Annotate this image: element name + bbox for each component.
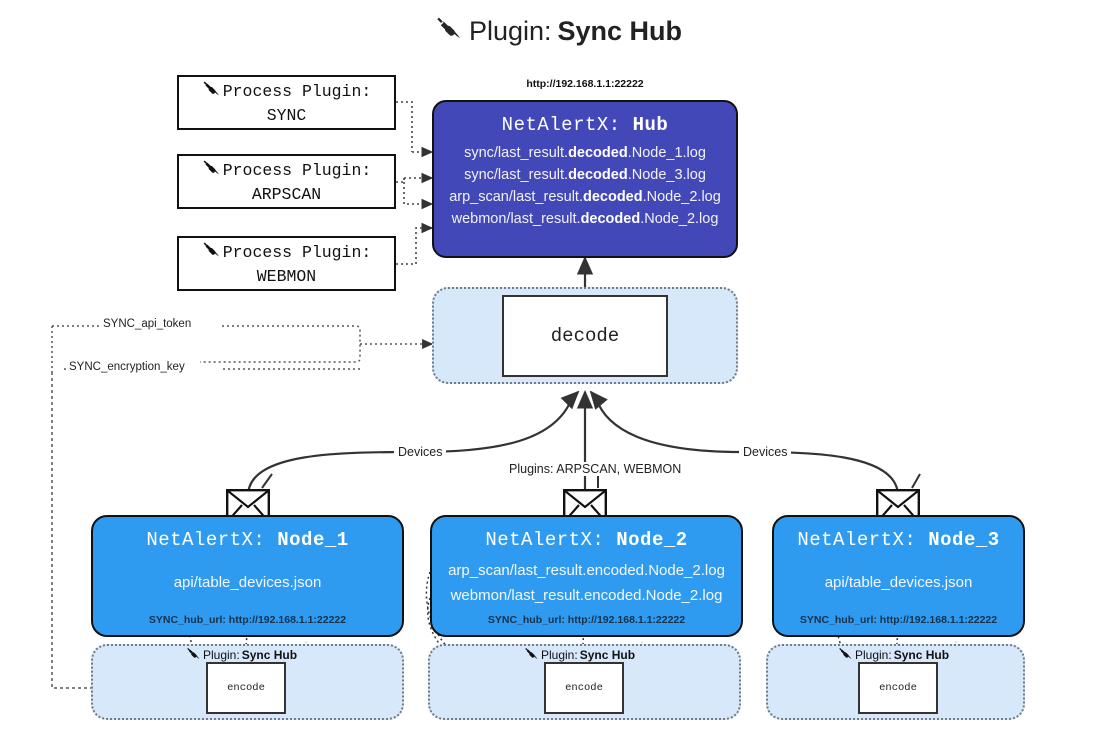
encode-box-2[interactable]: encode	[544, 662, 624, 714]
devices-label-right: Devices	[739, 445, 792, 459]
title-name: Sync Hub	[557, 16, 683, 46]
encode-tag-name: Sync Hub	[893, 648, 950, 662]
encode-box-3[interactable]: encode	[858, 662, 938, 714]
encode-tag-prefix: Plugin:	[541, 648, 578, 662]
node-resource-line: webmon/last_result.encoded.Node_2.log	[450, 586, 723, 604]
hub-log-line: webmon/last_result.decoded.Node_2.log	[451, 211, 719, 227]
page-title: Plugin: Sync Hub	[0, 14, 1117, 49]
encode-tag-prefix: Plugin:	[203, 648, 240, 662]
plug-icon	[202, 240, 221, 266]
node-title: NetAlertX: Node_2	[485, 529, 688, 551]
node-box-1[interactable]: NetAlertX: Node_1 api/table_devices.json…	[91, 515, 404, 637]
node-title: NetAlertX: Node_1	[146, 529, 349, 551]
node-resource-line: arp_scan/last_result.encoded.Node_2.log	[448, 561, 725, 579]
decode-box[interactable]: decode	[502, 295, 668, 377]
node-resource-line: api/table_devices.json	[173, 574, 322, 591]
plug-icon	[838, 646, 853, 664]
node-box-2[interactable]: NetAlertX: Node_2 arp_scan/last_result.e…	[430, 515, 743, 637]
node-resource-line: api/table_devices.json	[824, 574, 973, 591]
encode-plugin-tag-2: Plugin: Sync Hub	[524, 646, 635, 664]
hub-box[interactable]: NetAlertX: Hub sync/last_result.decoded.…	[432, 100, 738, 258]
process-plugin-name: WEBMON	[256, 266, 317, 286]
hub-url-label: http://192.168.1.1:22222	[526, 78, 644, 90]
encode-tag-prefix: Plugin:	[855, 648, 892, 662]
process-plugin-name: ARPSCAN	[251, 184, 322, 204]
plug-icon	[524, 646, 539, 664]
node-box-3[interactable]: NetAlertX: Node_3 api/table_devices.json…	[772, 515, 1025, 637]
process-plugin-label: Process Plugin:	[222, 242, 372, 262]
process-plugin-label: Process Plugin:	[222, 81, 372, 101]
hub-title-prefix: NetAlertX:	[501, 114, 621, 136]
hub-log-line: arp_scan/last_result.decoded.Node_2.log	[449, 189, 721, 205]
encode-tag-name: Sync Hub	[241, 648, 298, 662]
process-plugin-name: SYNC	[266, 105, 307, 125]
encode-tag-name: Sync Hub	[579, 648, 636, 662]
plug-icon	[202, 158, 221, 184]
hub-log-line: sync/last_result.decoded.Node_3.log	[464, 167, 706, 183]
process-plugin-webmon[interactable]: Process Plugin: WEBMON	[177, 236, 396, 291]
process-plugin-arpscan[interactable]: Process Plugin: ARPSCAN	[177, 154, 396, 209]
hub-title-name: Hub	[632, 114, 669, 136]
plug-icon	[186, 646, 201, 664]
node-hub-url: SYNC_hub_url: http://192.168.1.1:22222	[148, 614, 347, 626]
process-plugin-sync[interactable]: Process Plugin: SYNC	[177, 75, 396, 130]
process-plugin-label: Process Plugin:	[222, 160, 372, 180]
plugins-middle-label: Plugins: ARPSCAN, WEBMON	[505, 462, 686, 476]
node-hub-url: SYNC_hub_url: http://192.168.1.1:22222	[487, 614, 686, 626]
title-prefix: Plugin:	[468, 16, 552, 46]
encode-plugin-tag-3: Plugin: Sync Hub	[838, 646, 949, 664]
encode-box-1[interactable]: encode	[206, 662, 286, 714]
node-hub-url: SYNC_hub_url: http://192.168.1.1:22222	[799, 614, 998, 626]
hub-log-line: sync/last_result.decoded.Node_1.log	[464, 145, 706, 161]
node-title: NetAlertX: Node_3	[797, 529, 1000, 551]
sync-encryption-key-label: SYNC_encryption_key	[66, 361, 188, 373]
encode-plugin-tag-1: Plugin: Sync Hub	[186, 646, 297, 664]
sync-api-token-label: SYNC_api_token	[100, 318, 195, 330]
devices-label-left: Devices	[394, 445, 447, 459]
hub-title: NetAlertX: Hub	[502, 114, 669, 136]
plug-icon	[435, 14, 463, 49]
plug-icon	[202, 79, 221, 105]
